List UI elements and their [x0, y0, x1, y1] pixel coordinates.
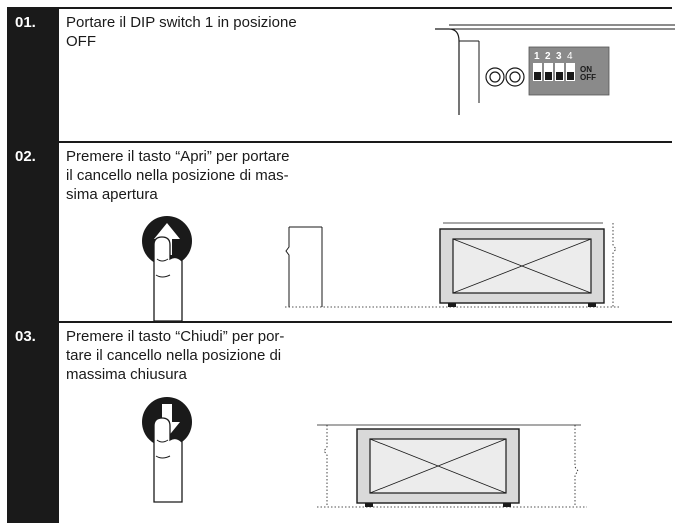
- step-text-line: massima chiusura: [66, 366, 187, 383]
- dip-switch-number: 2: [545, 51, 551, 62]
- dip-off-label: OFF: [580, 73, 596, 82]
- step-number: 02.: [7, 143, 59, 321]
- step-02-row: 02. Premere il tasto “Apri” per portare …: [7, 141, 672, 322]
- arrow-down-icon: [142, 397, 192, 503]
- dip-switch-number: 1: [534, 51, 540, 62]
- gate-closed-illustration: [317, 424, 587, 508]
- arrow-up-icon: [142, 216, 192, 322]
- step-text: Premere il tasto “Chiudi” per por- tare …: [66, 327, 366, 384]
- step-number: 01.: [7, 9, 59, 142]
- dip-on-label: ON: [580, 65, 592, 74]
- step-01-row: 01. Portare il DIP switch 1 in posizione…: [7, 7, 675, 142]
- dip-switch-number: 4: [567, 51, 573, 62]
- step-text-line: sima apertura: [66, 186, 158, 203]
- dip-switch-icon: 1 2 3 4 ON OFF: [533, 51, 596, 82]
- step-text-line: OFF: [66, 33, 96, 50]
- step-number: 03.: [7, 323, 59, 523]
- step-text-line: Portare il DIP switch 1 in posizione: [66, 14, 297, 31]
- step-text-line: Premere il tasto “Chiudi” per por-: [66, 328, 285, 345]
- step-text: Premere il tasto “Apri” per portare il c…: [66, 147, 366, 204]
- gate-open-illustration: [285, 222, 620, 308]
- step-text-line: Premere il tasto “Apri” per portare: [66, 148, 290, 165]
- dip-switch-number: 3: [556, 51, 562, 62]
- step-text-line: tare il cancello nella posizione di: [66, 347, 282, 364]
- step-text-line: il cancello nella posizione di mas-: [66, 167, 289, 184]
- step-03-row: 03. Premere il tasto “Chiudi” per por- t…: [7, 321, 672, 523]
- step-text: Portare il DIP switch 1 in posizione OFF: [66, 13, 366, 51]
